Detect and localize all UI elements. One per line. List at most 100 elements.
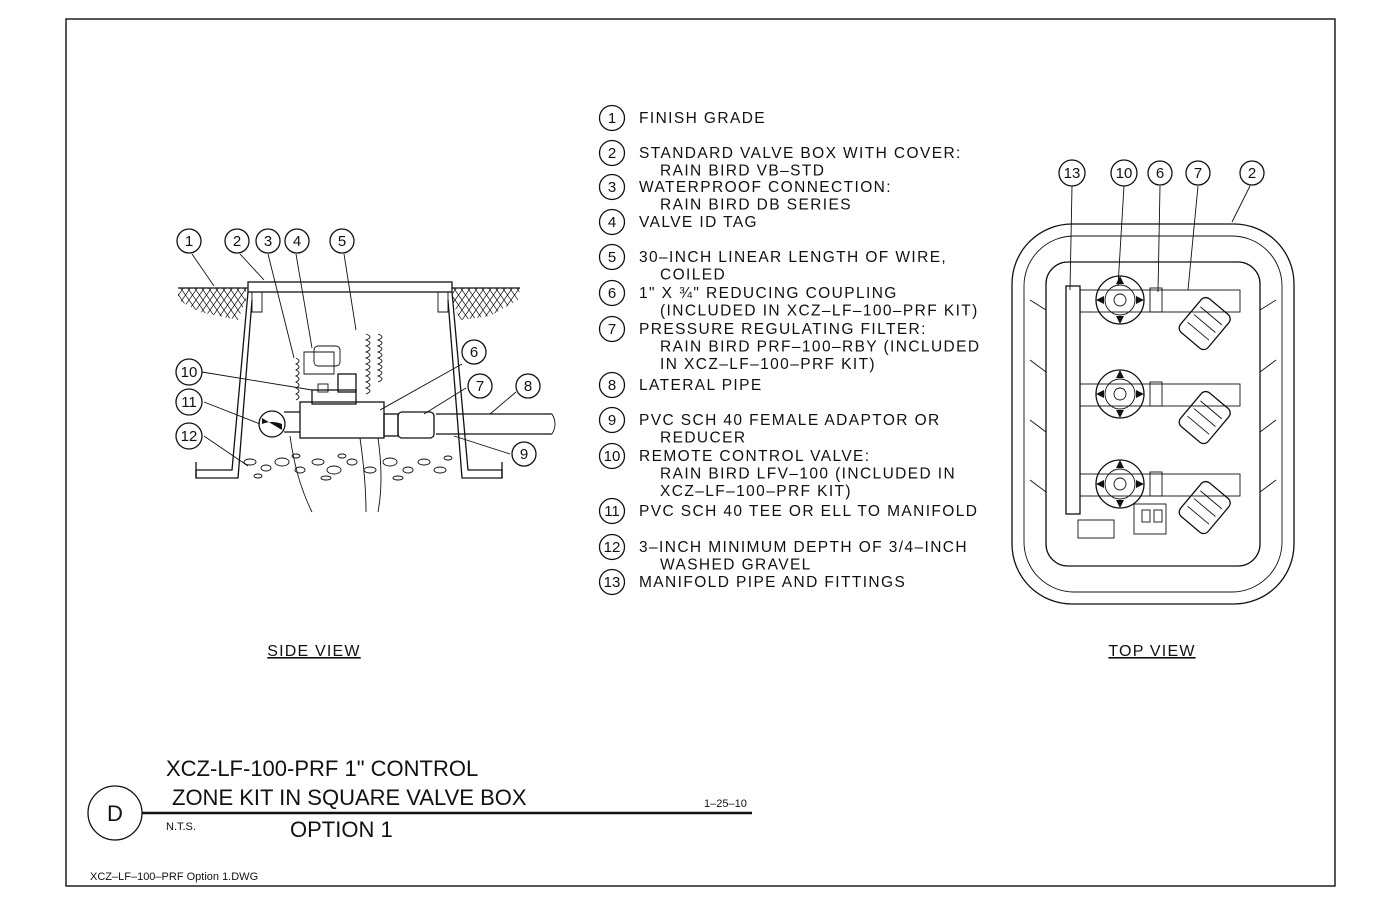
top-callout-10: 10 bbox=[1116, 165, 1133, 182]
side-callout-2: 2 bbox=[233, 233, 241, 250]
legend-number: 11 bbox=[604, 503, 620, 520]
legend-text: MANIFOLD PIPE AND FITTINGS bbox=[639, 574, 906, 591]
top-valve-1 bbox=[1079, 275, 1241, 351]
lid-tab-right bbox=[437, 292, 449, 313]
legend-number: 6 bbox=[608, 285, 616, 302]
legend-text: RAIN BIRD LFV–100 (INCLUDED IN bbox=[660, 466, 956, 483]
legend-bubble bbox=[598, 139, 626, 167]
top-view-callouts: 13 10 6 7 2 bbox=[1058, 159, 1265, 187]
title-block: D XCZ-LF-100-PRF 1" CONTROL ZONE KIT IN … bbox=[87, 756, 752, 842]
manifold-pipe bbox=[1065, 285, 1081, 515]
lateral-pipe bbox=[436, 413, 552, 435]
wire-drop-left bbox=[289, 435, 313, 513]
coiled-wire-left bbox=[294, 357, 300, 401]
legend-text: COILED bbox=[660, 267, 726, 284]
valve-box-outer bbox=[1011, 223, 1295, 605]
side-callout-6: 6 bbox=[470, 344, 478, 361]
legend-text: WASHED GRAVEL bbox=[660, 557, 812, 574]
legend-bubble bbox=[598, 406, 626, 434]
side-view-drawing bbox=[178, 281, 556, 513]
legend-number: 10 bbox=[604, 448, 621, 465]
side-callout-7: 7 bbox=[476, 378, 484, 395]
legend-number: 9 bbox=[608, 412, 616, 429]
legend-text: FINISH GRADE bbox=[639, 110, 766, 127]
reducing-coupling bbox=[383, 413, 399, 437]
top-valve-3 bbox=[1079, 459, 1241, 535]
legend-text: PVC SCH 40 FEMALE ADAPTOR OR bbox=[639, 412, 941, 429]
scale-note: N.T.S. bbox=[166, 821, 196, 833]
side-view-callouts: 1 2 3 4 5 6 7 8 9 10 11 12 bbox=[175, 228, 541, 467]
top-valve-2 bbox=[1079, 369, 1241, 445]
detail-letter: D bbox=[107, 801, 123, 826]
drawing-date: 1–25–10 bbox=[704, 798, 747, 810]
valve-id-tag bbox=[313, 345, 341, 367]
legend-text: VALVE ID TAG bbox=[639, 214, 758, 231]
top-view-leaders bbox=[1069, 185, 1251, 293]
legend-text: REMOTE CONTROL VALVE: bbox=[639, 448, 871, 465]
legend-item-13: 13 MANIFOLD PIPE AND FITTINGS bbox=[598, 568, 906, 596]
side-callout-1: 1 bbox=[185, 233, 193, 250]
title-line-3: OPTION 1 bbox=[290, 817, 393, 842]
legend-bubble bbox=[598, 568, 626, 596]
top-view-label: TOP VIEW bbox=[1108, 643, 1195, 660]
top-callout-7: 7 bbox=[1194, 165, 1202, 182]
legend-item-1: 1 FINISH GRADE bbox=[598, 104, 766, 132]
legend-text: RAIN BIRD PRF–100–RBY (INCLUDED bbox=[660, 339, 980, 356]
pressure-regulating-filter bbox=[397, 411, 435, 439]
top-callout-13: 13 bbox=[1064, 165, 1081, 182]
legend-text: PVC SCH 40 TEE OR ELL TO MANIFOLD bbox=[639, 503, 978, 520]
legend-number: 1 bbox=[608, 110, 616, 127]
legend-bubble bbox=[598, 104, 626, 132]
top-callout-6: 6 bbox=[1156, 165, 1164, 182]
legend-text: RAIN BIRD VB–STD bbox=[660, 163, 825, 180]
legend-text: 1" X ¾" REDUCING COUPLING bbox=[639, 285, 898, 302]
legend-text: XCZ–LF–100–PRF KIT) bbox=[660, 483, 852, 500]
legend-item-10: 10 REMOTE CONTROL VALVE:RAIN BIRD LFV–100… bbox=[598, 442, 956, 500]
side-callout-10: 10 bbox=[181, 364, 198, 381]
legend-text: IN XCZ–LF–100–PRF KIT) bbox=[660, 356, 876, 373]
legend-number: 13 bbox=[604, 574, 621, 591]
soil-hatch-left bbox=[178, 288, 246, 320]
side-view-label: SIDE VIEW bbox=[267, 643, 360, 660]
side-callout-12: 12 bbox=[181, 428, 198, 445]
gravel bbox=[243, 453, 453, 481]
legend-bubble bbox=[598, 279, 626, 307]
legend-number: 12 bbox=[604, 539, 621, 556]
legend-item-11: 11 PVC SCH 40 TEE OR ELL TO MANIFOLD bbox=[598, 497, 978, 525]
remote-control-valve bbox=[299, 401, 385, 439]
sheet-border bbox=[65, 18, 1336, 887]
legend-text: STANDARD VALVE BOX WITH COVER: bbox=[639, 145, 962, 162]
top-callout-2: 2 bbox=[1248, 165, 1256, 182]
top-view-drawing bbox=[1011, 223, 1295, 605]
legend-item-8: 8 LATERAL PIPE bbox=[598, 371, 763, 399]
top-view-valves bbox=[1079, 275, 1241, 535]
legend-text: WATERPROOF CONNECTION: bbox=[639, 179, 892, 196]
title-line-1: XCZ-LF-100-PRF 1" CONTROL bbox=[166, 756, 478, 781]
legend-text: LATERAL PIPE bbox=[639, 377, 763, 394]
legend-item-3: 3 WATERPROOF CONNECTION:RAIN BIRD DB SERI… bbox=[598, 173, 892, 214]
legend-number: 3 bbox=[608, 179, 616, 196]
legend-bubble bbox=[598, 442, 626, 470]
lid-tab-left bbox=[251, 292, 263, 313]
legend-bubble bbox=[598, 533, 626, 561]
side-callout-5: 5 bbox=[338, 233, 346, 250]
legend-number: 8 bbox=[608, 377, 616, 394]
legend-item-4: 4 VALVE ID TAG bbox=[598, 208, 758, 236]
legend-number: 4 bbox=[608, 214, 616, 231]
legend-text: RAIN BIRD DB SERIES bbox=[660, 197, 852, 214]
legend-number: 5 bbox=[608, 249, 616, 266]
side-callout-9: 9 bbox=[520, 446, 528, 463]
legend-text: REDUCER bbox=[660, 430, 746, 447]
side-callout-3: 3 bbox=[264, 233, 272, 250]
waterproof-connection bbox=[303, 351, 335, 375]
legend-bubble bbox=[598, 173, 626, 201]
legend-bubble bbox=[598, 243, 626, 271]
legend-bubble bbox=[598, 208, 626, 236]
legend-text: PRESSURE REGULATING FILTER: bbox=[639, 321, 927, 338]
